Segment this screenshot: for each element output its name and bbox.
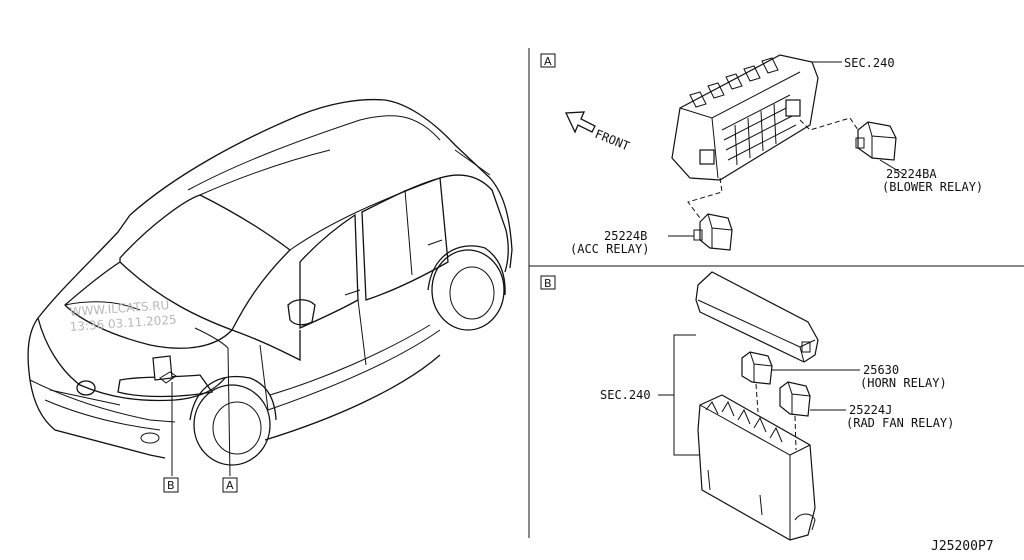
callout-box-a[interactable]: A	[222, 477, 238, 493]
vehicle-illustration	[27, 98, 513, 477]
panel-a-tag: A	[544, 55, 552, 68]
rad-fan-relay-part-no: 25224J	[849, 403, 892, 417]
relay-box-body	[697, 394, 816, 541]
relay-box-b-location	[152, 355, 177, 384]
panel-b: B SEC.240 25630 (HORN RELAY)	[540, 271, 954, 541]
front-label: FRONT	[593, 127, 632, 154]
horn-relay[interactable]	[741, 351, 773, 413]
sec240-bracket-b	[673, 334, 700, 456]
blower-relay[interactable]	[799, 117, 897, 161]
acc-relay-name: (ACC RELAY)	[570, 242, 649, 256]
horn-relay-name: (HORN RELAY)	[860, 376, 947, 390]
callout-a-label: A	[226, 479, 234, 492]
blower-relay-name: (BLOWER RELAY)	[882, 180, 983, 194]
acc-relay[interactable]	[687, 177, 733, 251]
relay-fuse-box-a	[671, 54, 819, 181]
rad-fan-relay-name: (RAD FAN RELAY)	[846, 416, 954, 430]
callout-b-label: B	[167, 479, 175, 492]
blower-relay-leader	[879, 159, 906, 176]
panel-b-tag: B	[544, 277, 552, 290]
callout-box-b[interactable]: B	[163, 477, 179, 493]
diagram-code: J25200P7	[931, 539, 994, 554]
acc-relay-part-no: 25224B	[604, 229, 647, 243]
watermark: WWW.ILCATS.RU 13:36 03.11.2025	[69, 298, 177, 334]
front-direction-arrow: FRONT	[564, 111, 632, 154]
horn-relay-part-no: 25630	[863, 363, 899, 377]
relay-box-cover	[695, 271, 819, 363]
watermark-line-1: WWW.ILCATS.RU	[69, 298, 170, 319]
blower-relay-part-no: 25224BA	[886, 167, 937, 181]
sec240-label-a: SEC.240	[844, 56, 895, 70]
panel-a: A FRONT SEC.240	[540, 53, 983, 256]
rad-fan-relay[interactable]	[779, 381, 811, 451]
sec240-label-b: SEC.240	[600, 388, 651, 402]
